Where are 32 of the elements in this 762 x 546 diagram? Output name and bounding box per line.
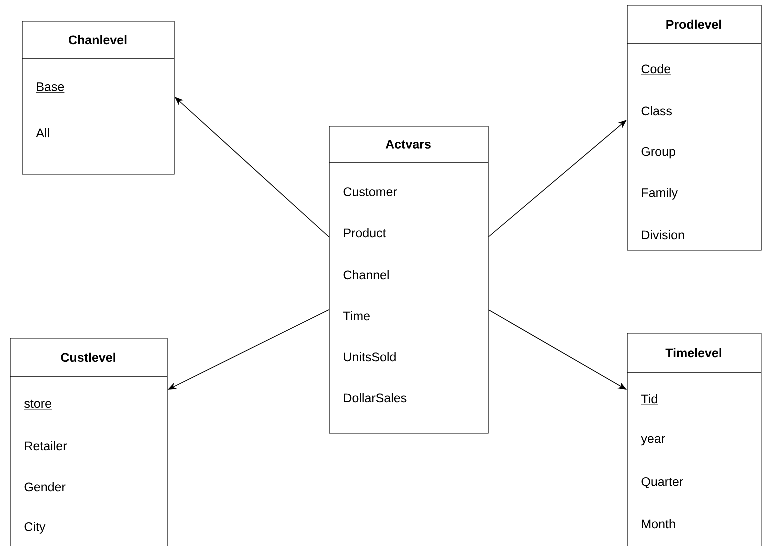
header-text: Custlevel xyxy=(61,352,116,362)
attribute-text: Tid xyxy=(641,394,658,406)
header-text: Chanlevel xyxy=(69,35,127,45)
attribute-text: Group xyxy=(642,147,676,159)
attribute-text: UnitsSold xyxy=(344,352,396,362)
entity-box xyxy=(10,338,168,546)
entity-box xyxy=(626,5,762,251)
attribute-text: Base xyxy=(36,82,65,93)
header-text: Actvars xyxy=(386,140,431,149)
header-text: Prodlevel xyxy=(666,20,722,30)
attribute-text: Month xyxy=(642,519,676,529)
attribute-text: All xyxy=(36,128,50,138)
header-text: Timelevel xyxy=(666,348,722,358)
attribute-text: Code xyxy=(641,64,672,76)
attribute-text: Gender xyxy=(24,482,66,492)
entity-box xyxy=(626,333,762,546)
attribute-text: Family xyxy=(642,188,678,200)
attribute-text: Division xyxy=(642,230,684,240)
attribute-text: DollarSales xyxy=(344,393,407,403)
attribute-text: Channel xyxy=(344,270,389,280)
attribute-text: Time xyxy=(344,311,370,321)
attribute-text: City xyxy=(24,522,46,534)
entity-box xyxy=(22,21,175,175)
attribute-text: Retailer xyxy=(25,441,68,451)
attribute-text: Product xyxy=(344,228,386,238)
arrow xyxy=(488,120,627,238)
attribute-text: store xyxy=(24,400,52,410)
entity-box xyxy=(328,126,489,434)
attribute-text: Class xyxy=(642,106,672,116)
attribute-text: Quarter xyxy=(642,477,684,489)
attribute-text: Customer xyxy=(344,188,398,196)
attribute-text: year xyxy=(641,436,666,446)
